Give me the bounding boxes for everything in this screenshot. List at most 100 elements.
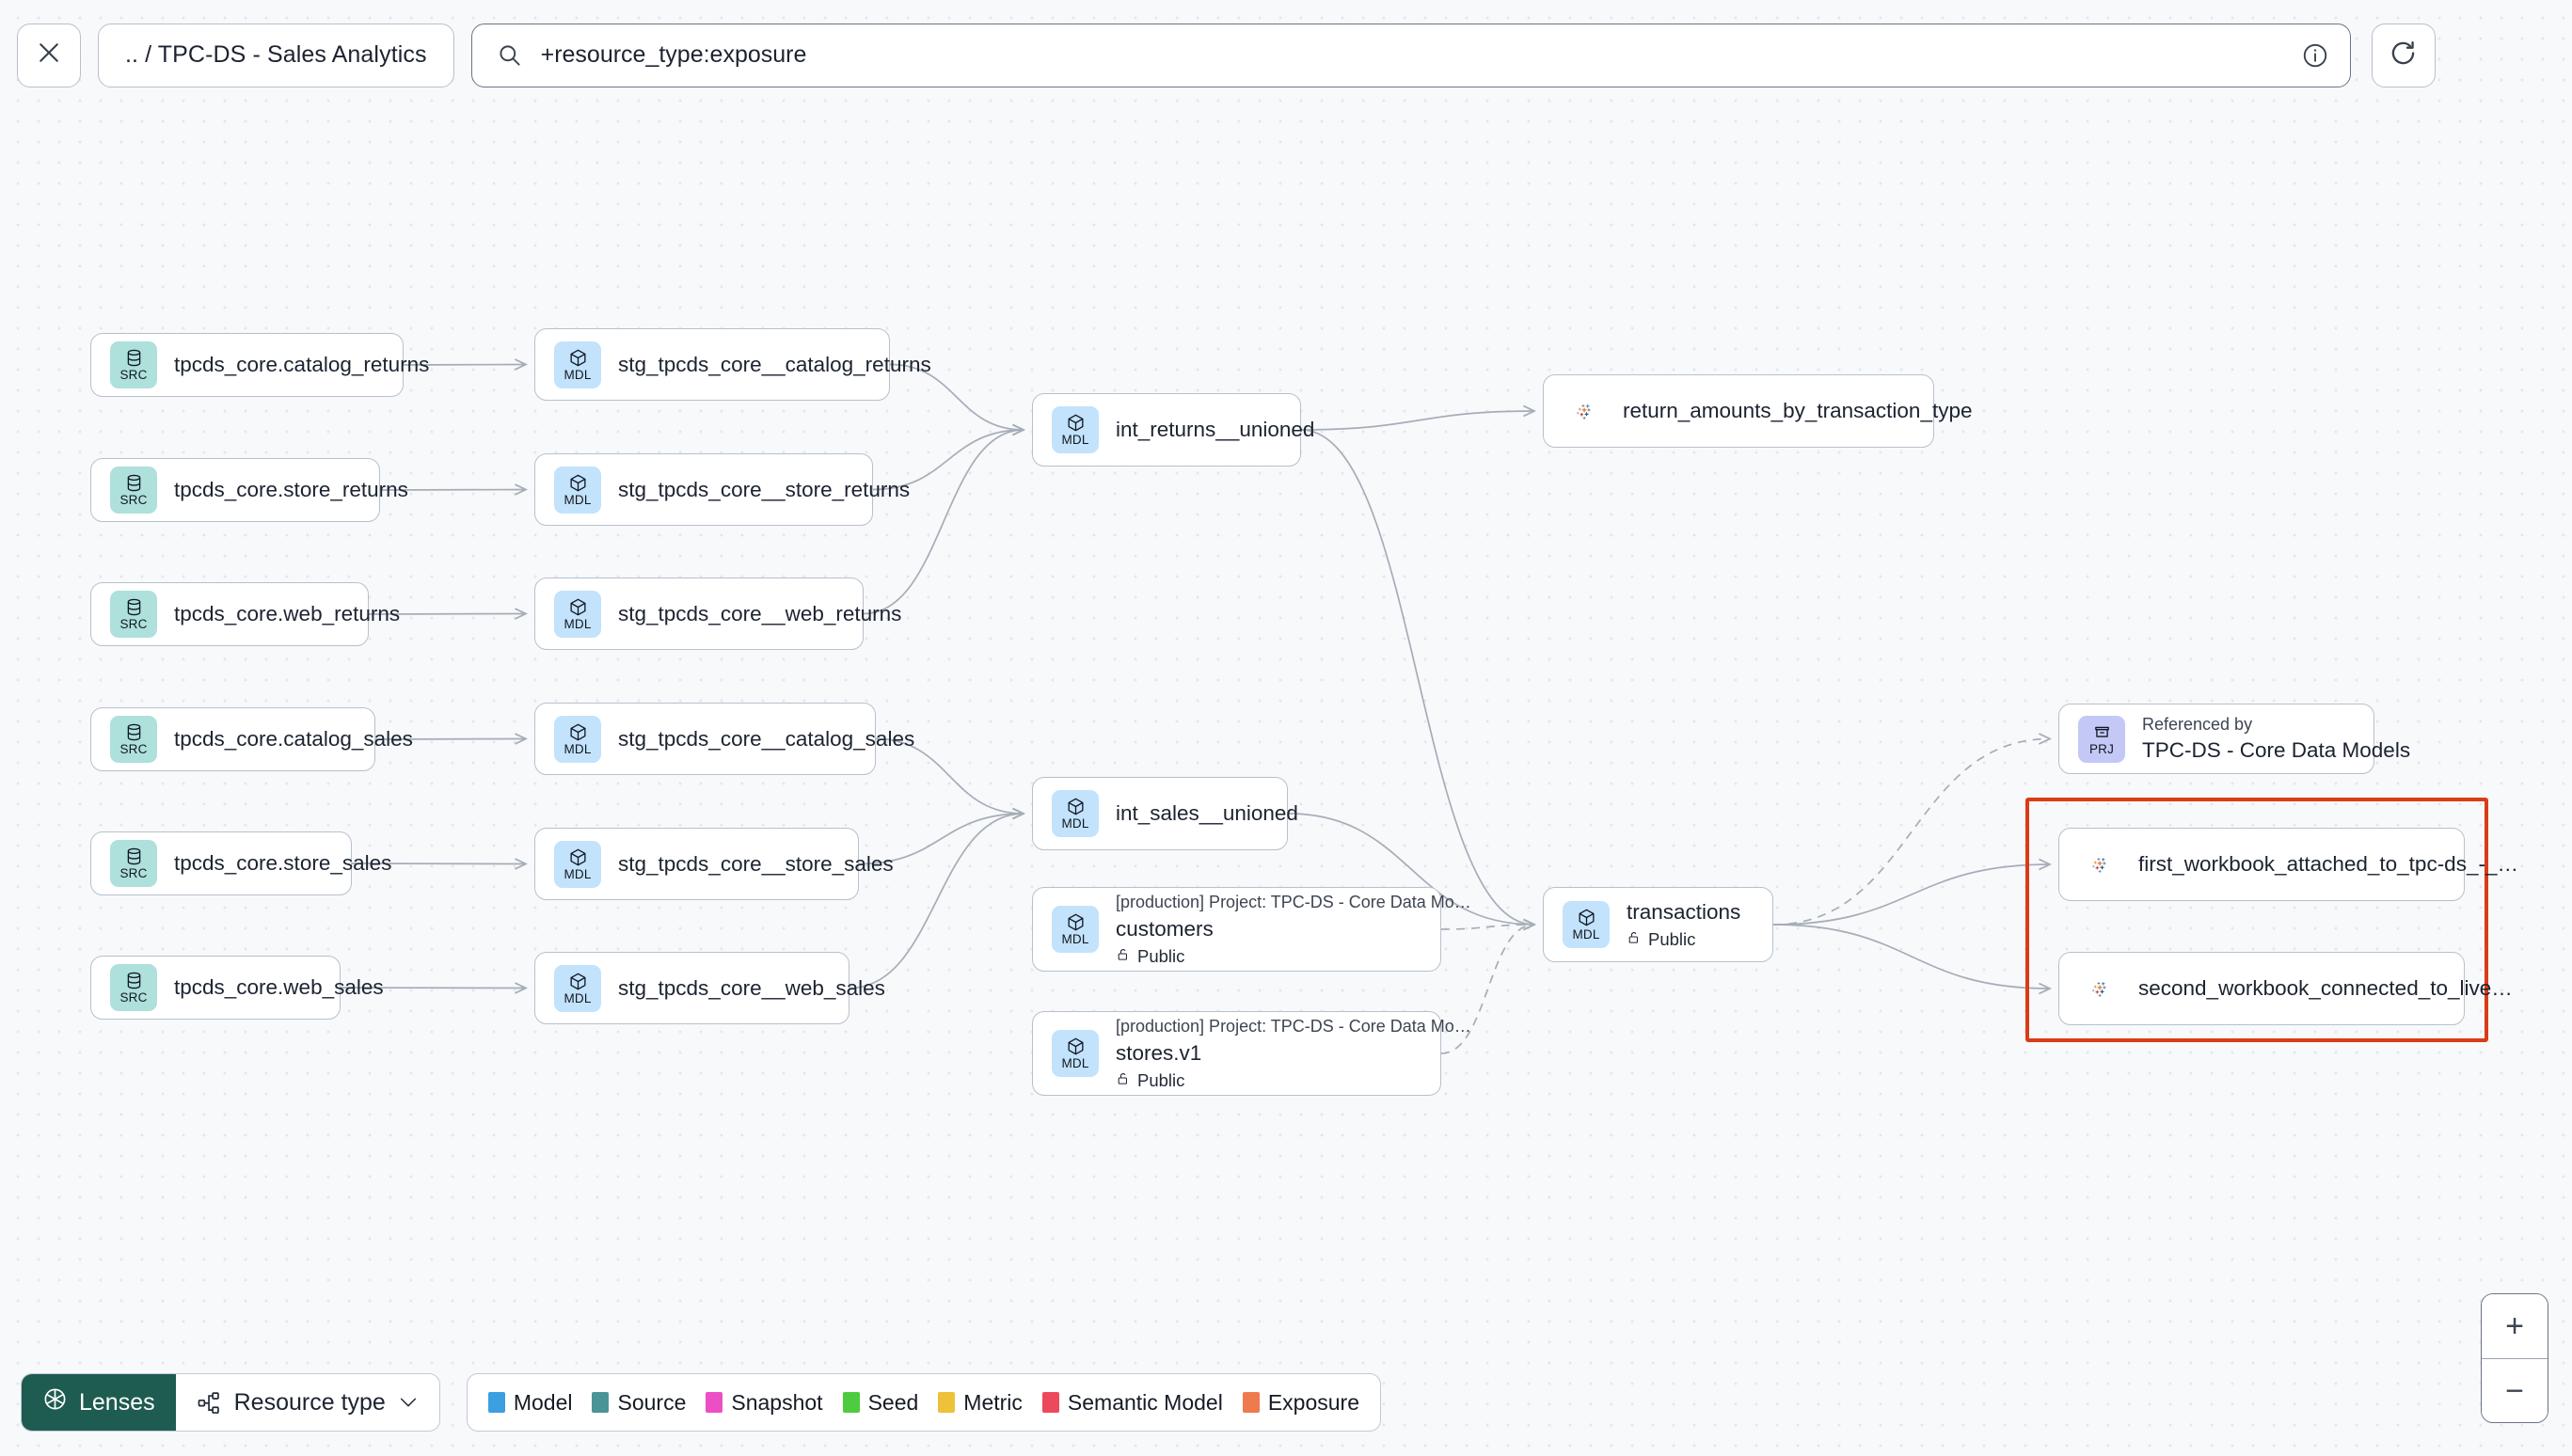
graph-node-int-sales-unioned[interactable]: MDL int_sales__unioned (1032, 777, 1298, 850)
graph-node-stg-store-returns[interactable]: MDL stg_tpcds_core__store_returns (534, 453, 910, 526)
zoom-out-button[interactable]: − (2482, 1358, 2548, 1422)
search-icon (497, 42, 522, 68)
source-badge-icon: SRC (110, 716, 157, 763)
model-badge-icon: MDL (554, 964, 601, 1012)
graph-node-src-catalog-returns[interactable]: SRC tpcds_core.catalog_returns (90, 333, 429, 397)
node-text: tpcds_core.catalog_returns (174, 353, 429, 377)
legend-item-snapshot[interactable]: Snapshot (706, 1390, 823, 1416)
badge-label: MDL (1061, 1056, 1089, 1071)
source-badge-icon: SRC (110, 467, 157, 514)
source-badge-icon: SRC (110, 964, 157, 1011)
search-input[interactable] (540, 41, 2282, 69)
breadcrumb-label: .. / TPC-DS - Sales Analytics (125, 41, 427, 68)
node-text: stg_tpcds_core__web_returns (618, 602, 901, 626)
legend-label: Model (513, 1389, 573, 1415)
lenses-label: Lenses (79, 1388, 155, 1416)
edge-int-returns-unioned-to-transactions (1300, 429, 1534, 925)
node-visibility: Public (1116, 946, 1421, 966)
node-label: tpcds_core.web_returns (174, 602, 401, 626)
resource-type-filter[interactable]: Resource type (175, 1374, 439, 1431)
legend-item-exposure[interactable]: Exposure (1242, 1390, 1359, 1416)
edge-transactions-to-referenced-by-project (1772, 739, 2050, 926)
lenses-button[interactable]: Lenses (22, 1374, 176, 1431)
edge-stg-web-sales-to-int-sales-unioned (849, 814, 1024, 989)
model-badge-icon: MDL (554, 466, 601, 514)
graph-node-first-workbook[interactable]: first_workbook_attached_to_tpc-ds_-_… (2058, 828, 2518, 901)
badge-label: SRC (119, 866, 148, 881)
badge-label: SRC (119, 742, 148, 757)
lock-icon (1116, 946, 1131, 966)
graph-node-customers[interactable]: MDL[production] Project: TPC-DS - Core D… (1032, 887, 1471, 972)
node-subtitle: [production] Project: TPC-DS - Core Data… (1116, 893, 1471, 912)
node-label: stores.v1 (1116, 1040, 1202, 1065)
legend-item-model[interactable]: Model (487, 1389, 573, 1416)
graph-node-src-store-returns[interactable]: SRC tpcds_core.store_returns (90, 458, 408, 522)
legend-item-source[interactable]: Source (592, 1390, 686, 1416)
model-badge-icon: MDL (1052, 790, 1099, 837)
node-label: tpcds_core.store_sales (174, 851, 392, 876)
search-bar[interactable] (470, 23, 2351, 87)
model-badge-icon: MDL (1052, 1030, 1099, 1077)
node-visibility: Public (1116, 1070, 1421, 1090)
badge-label: MDL (564, 741, 592, 756)
legend-swatch (842, 1392, 860, 1413)
close-button[interactable] (17, 23, 81, 87)
node-text: [production] Project: TPC-DS - Core Data… (1116, 893, 1471, 966)
model-badge-icon: MDL (1563, 901, 1610, 948)
info-icon[interactable] (2301, 41, 2329, 70)
node-text: stg_tpcds_core__store_returns (618, 478, 910, 502)
graph-node-second-workbook[interactable]: second_workbook_connected_to_live… (2058, 952, 2513, 1025)
graph-node-src-web-sales[interactable]: SRC tpcds_core.web_sales (90, 956, 384, 1020)
zoom-in-button[interactable]: + (2482, 1294, 2548, 1358)
node-text: tpcds_core.store_returns (174, 478, 408, 502)
badge-label: MDL (1572, 927, 1600, 942)
badge-label: MDL (564, 616, 592, 631)
model-badge-icon: MDL (554, 715, 601, 763)
lock-icon (1627, 929, 1642, 949)
legend-label: Source (617, 1389, 687, 1415)
node-label: TPC-DS - Core Data Models (2142, 738, 2411, 763)
source-badge-icon: SRC (110, 341, 157, 388)
graph-node-src-store-sales[interactable]: SRC tpcds_core.store_sales (90, 831, 392, 895)
node-label: tpcds_core.web_sales (174, 975, 384, 1000)
badge-label: MDL (564, 866, 592, 881)
legend-swatch (938, 1392, 956, 1413)
graph-node-stores-v1[interactable]: MDL[production] Project: TPC-DS - Core D… (1032, 1011, 1471, 1096)
legend-item-seed[interactable]: Seed (842, 1390, 918, 1416)
breadcrumb[interactable]: .. / TPC-DS - Sales Analytics (98, 23, 454, 87)
node-text: first_workbook_attached_to_tpc-ds_-_… (2138, 852, 2518, 877)
hierarchy-icon (197, 1390, 222, 1416)
legend-item-semantic-model[interactable]: Semantic Model (1041, 1389, 1223, 1416)
top-toolbar: .. / TPC-DS - Sales Analytics (0, 0, 2572, 110)
node-text: int_returns__unioned (1116, 418, 1314, 442)
graph-node-return-amounts[interactable]: return_amounts_by_transaction_type (1543, 374, 1973, 448)
node-label: tpcds_core.store_returns (174, 478, 408, 502)
legend-item-metric[interactable]: Metric (938, 1390, 1023, 1416)
graph-node-stg-web-returns[interactable]: MDL stg_tpcds_core__web_returns (534, 578, 901, 650)
edge-int-returns-unioned-to-return-amounts (1300, 411, 1534, 431)
legend-label: Semantic Model (1067, 1389, 1223, 1415)
node-label: first_workbook_attached_to_tpc-ds_-_… (2138, 852, 2518, 877)
badge-label: SRC (119, 990, 148, 1005)
zoom-controls[interactable]: + − (2481, 1293, 2548, 1423)
node-label: return_amounts_by_transaction_type (1623, 399, 1973, 423)
node-text: int_sales__unioned (1116, 801, 1298, 826)
node-text: tpcds_core.web_returns (174, 602, 401, 626)
chevron-down-icon (398, 1396, 419, 1409)
refresh-button[interactable] (2371, 23, 2436, 87)
edge-transactions-to-second-workbook (1772, 924, 2050, 989)
project-badge-icon: PRJ (2078, 715, 2125, 763)
close-icon (35, 39, 63, 71)
